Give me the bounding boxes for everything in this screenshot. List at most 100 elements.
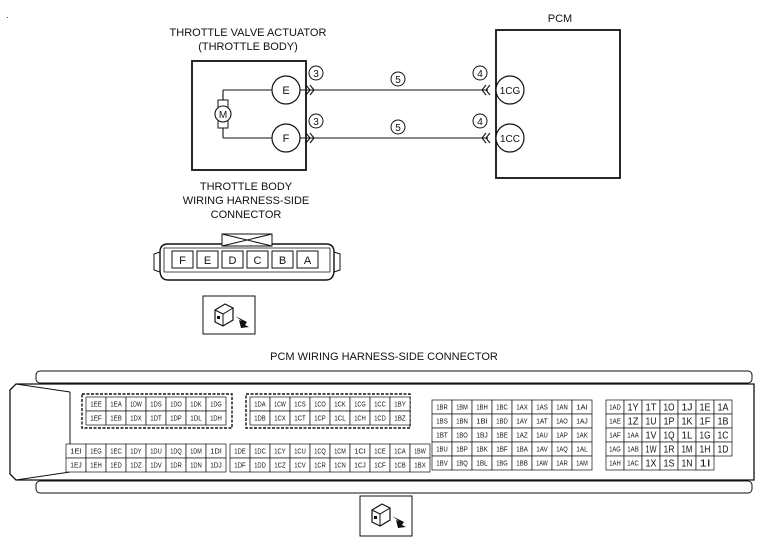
pcm-pin-label: 1BM [456,405,468,412]
pcm-pin-label: 1CZ [274,463,286,470]
pcm-pin-label: 1DY [130,449,142,456]
callout-3-top: 3 [313,69,319,80]
callout-4-top: 4 [477,69,483,80]
pcm-pin-label: 1BR [436,405,448,412]
pcm-pin-label: 1DM [190,449,202,456]
pcm-pin-label: 1BB [516,461,528,468]
pcm-pin-label: 1CF [374,463,386,470]
pcm-pin-label: 1V [646,431,657,442]
pcm-pin-label: 1EF [90,416,102,423]
pcm-pin-label: 1BO [456,433,468,440]
pcm-pin-label: 1CP [314,416,326,423]
pcm-pin-label: 1F [700,417,711,428]
pcm-pin-label: 1DC [254,449,266,456]
pcm-pin-label: 1CY [274,449,286,456]
connector-view-icon [202,295,256,335]
pcm-pin-label: 1AC [627,461,639,468]
pcm-pin-label: 1EH [90,463,102,470]
pcm-pin-label: 1AE [609,419,621,426]
pcm-pin-label: 1BQ [456,461,468,468]
pcm-pin-label: 1CA [394,449,406,456]
pcm-pin-label: 1DU [150,449,162,456]
pcm-pin-label: 1X [646,459,657,470]
callout-4-bottom: 4 [477,117,483,128]
pcm-pin-label: 1BI [476,419,488,426]
pcm-pin-label: 1AY [516,419,528,426]
pcm-pin-cell [205,410,227,426]
pcm-pin-label: 1T [646,403,657,414]
pcm-pin-label: 1AV [536,447,548,454]
pcm-terminal-1cc-label: 1CC [500,134,520,145]
pcm-pin-label: 1BY [394,402,406,409]
pcm-pin-label: 1DL [190,416,202,423]
pcm-pin-label: 1BP [456,447,468,454]
tb-pin-cell [296,250,319,269]
pcm-pin-label: 1N [682,459,693,470]
pcm-pin-label: 1CN [334,463,346,470]
pcm-pin-label: 1C [718,431,729,442]
pcm-pin-label: 1ED [110,463,122,470]
pcm-pin-label: 1AF [609,433,621,440]
pcm-pin-label: 1CV [294,463,306,470]
pcm-pin-label: 1E [700,403,711,414]
pcm-pin-label: 1EG [90,449,102,456]
pcm-pin-label: 1DS [150,402,162,409]
callout-markers: 3 3 5 5 4 4 [308,65,488,135]
pcm-pin-label: 1CI [354,449,366,456]
pcm-pin-label: 1CS [294,402,306,409]
pcm-pin-label: 1BH [476,405,488,412]
pcm-pin-label: 1CU [294,449,306,456]
pcm-pin-label: 1BE [496,433,508,440]
pcm-pin-label: 1AH [609,461,621,468]
motor-icon: M [214,99,232,129]
pcm-connector-title: PCM WIRING HARNESS-SIDE CONNECTOR [270,351,498,363]
pcm-pin-cell [205,457,227,473]
pcm-terminal-1cc [495,123,525,153]
pcm-pin-label: 1BK [476,447,488,454]
pcm-pin-label: 1AA [627,433,639,440]
pcm-pin-label: 1CT [294,416,306,423]
pcm-pin-label: 1DG [210,402,222,409]
tb-connector-shell [153,233,341,281]
pcm-pin-label: 1L [682,431,693,442]
pcm-pin-label: 1M [682,445,693,456]
tb-pin-cell [171,250,194,269]
pcm-pin-label: 1H [700,445,711,456]
pcm-pin-label: 1AZ [516,433,528,440]
pcm-pin-label: 1K [682,417,693,428]
pcm-pin-label: 1DR [170,463,182,470]
pcm-pin-label: 1A [718,403,729,414]
pcm-pin-label: 1CK [334,402,346,409]
pcm-pin-label: 1DE [234,449,246,456]
pcm-pin-label: 1CH [354,416,366,423]
pcm-pin-label: 1BT [436,433,448,440]
pcm-pin-label: 1BV [436,461,448,468]
pcm-pin-label: 1P [664,417,675,428]
pcm-pin-label: 1AM [576,461,588,468]
pcm-pin-label: 1CR [314,463,326,470]
pcm-title: PCM [548,13,572,25]
pcm-pin-label: 1DQ [170,449,182,456]
pcm-pin-label: 1DI [210,449,222,456]
pcm-pin-label: 1AI [576,405,588,412]
pcm-pin-label: 1BU [436,447,448,454]
actuator-title-line1: THROTTLE VALVE ACTUATOR [170,27,327,39]
tb-pin-label: D [229,255,237,267]
pcm-pin-cell [713,441,733,457]
pcm-pin-label: 1DZ [130,463,142,470]
tb-pin-cell [196,250,219,269]
pcm-pin-label: 1B [718,417,729,428]
pcm-pin-label: 1CX [274,416,286,423]
pcm-pin-label: 1DV [150,463,162,470]
tb-pin-label: F [179,255,186,267]
pcm-box [495,29,621,179]
pcm-pin-label: 1Q [664,431,675,442]
pcm-pin-label: 1J [682,403,693,414]
tb-connector-title-line1: THROTTLE BODY [200,181,293,193]
pcm-pin-label: 1R [664,445,675,456]
pcm-pin-label: 1DD [254,463,266,470]
pcm-pin-label: 1CC [374,402,386,409]
pcm-pin-label: 1S [664,459,675,470]
pcm-pin-label: 1DJ [210,463,222,470]
pcm-terminal-1cg-label: 1CG [500,86,521,97]
